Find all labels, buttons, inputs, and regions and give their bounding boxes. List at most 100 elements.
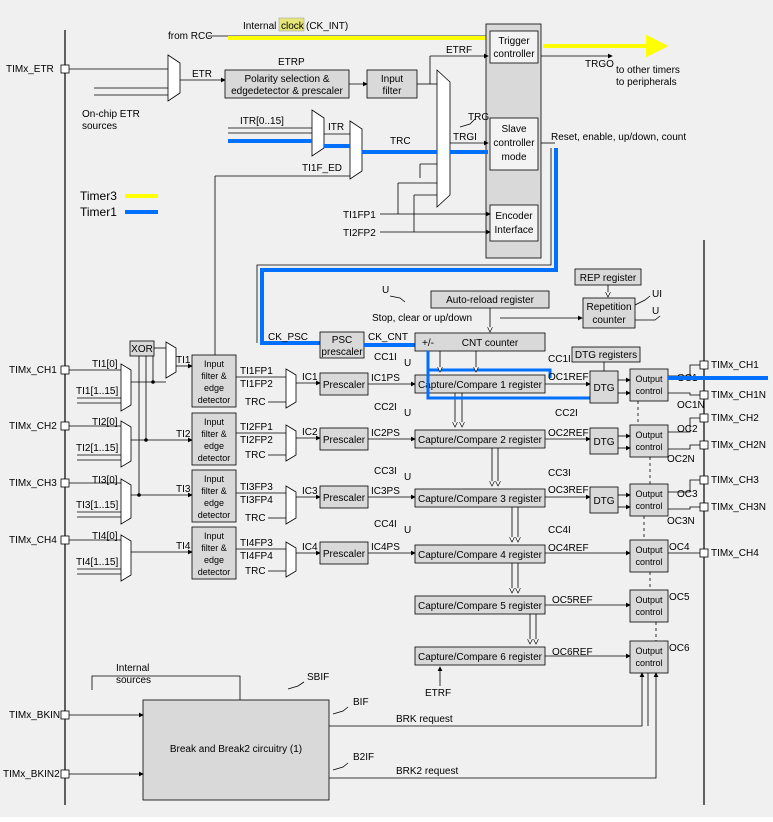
ti1fp1-label: TI1FP1 [240, 366, 273, 377]
ch4-in-mux [120, 534, 132, 582]
input-filter-edge-3: Input filter & edge detector [191, 469, 237, 523]
cc3i-right-label: CC3I [548, 468, 571, 479]
ti1-0-label: TI1[0] [92, 359, 118, 370]
output-ch4-label: TIMx_CH4 [711, 548, 759, 559]
cc4i-right-label: CC4I [548, 525, 571, 536]
oc1n-label: OC1N [677, 400, 705, 411]
oc-ctrl-6-l1: Output [635, 646, 663, 656]
cnt-bus-arrows [440, 351, 536, 644]
oc-ctrl-2-l2: control [635, 442, 662, 452]
rep-register: REP register [574, 268, 642, 286]
etrp-label: ETRP [278, 57, 305, 68]
rep-register-label: REP register [580, 273, 637, 284]
sbif-arrow [287, 681, 305, 690]
cnt-counter: +/- CNT counter [414, 332, 546, 352]
clock-highlight [278, 17, 305, 32]
input-filter-line1: Input [381, 74, 403, 85]
ic3ps-label: IC3PS [371, 486, 400, 497]
cnt-counter-label: CNT counter [462, 338, 519, 349]
ti3-label: TI3 [176, 484, 191, 495]
ic2-mux [285, 424, 297, 462]
ife3-l3: edge [204, 498, 224, 508]
ti2-0-label: TI2[0] [92, 417, 118, 428]
input-ch2: TIMx_CH2 [9, 421, 70, 432]
brk-request-wire [329, 672, 645, 727]
cc6-register-label: Capture/Compare 6 register [418, 652, 543, 663]
itr-label: ITR [328, 122, 344, 133]
ife2-l1: Input [204, 417, 225, 427]
ife2-l3: edge [204, 441, 224, 451]
to-other-line1: to other timers [616, 65, 680, 76]
oc1ref-label: OC1REF [548, 372, 589, 383]
oc-ctrl-3-l1: Output [635, 489, 663, 499]
cc1i-left-label: CC1I [374, 352, 397, 363]
dtg-3-label: DTG [593, 496, 614, 507]
prescaler-1: Prescaler [319, 372, 369, 396]
ui-arrow [634, 295, 651, 306]
output-ch1: TIMx_CH1 [699, 360, 759, 371]
ife2-l2: filter & [201, 429, 227, 439]
ti3fp3-label: TI3FP3 [240, 482, 273, 493]
psc-line2: prescaler [321, 347, 363, 358]
cc4i-left-label: CC4I [374, 519, 397, 530]
input-ch1: TIMx_CH1 [9, 365, 70, 376]
trigger-mux [436, 69, 451, 208]
trg-arrow [459, 118, 476, 128]
encoder-line1: Encoder [495, 211, 533, 222]
dtg-1-label: DTG [593, 383, 614, 394]
input-filter-line2: filter [383, 86, 403, 97]
ti4-label: TI4 [176, 541, 191, 552]
trc-ch3-label: TRC [245, 513, 266, 524]
auto-reload-label: Auto-reload register [446, 295, 534, 306]
oc2-label: OC2 [677, 424, 698, 435]
oc2ref-label: OC2REF [548, 428, 589, 439]
ife2-l4: detector [198, 453, 231, 463]
oc2n-label: OC2N [667, 454, 695, 465]
ic4-mux [285, 541, 297, 578]
input-ch3: TIMx_CH3 [9, 478, 70, 489]
output-ch3n: TIMx_CH3N [699, 502, 766, 513]
xor-mux [165, 341, 177, 379]
input-filter-block: Input filter [366, 69, 418, 99]
output-ch2: TIMx_CH2 [699, 413, 759, 424]
legend-timer1: Timer1 [80, 205, 117, 219]
dtg-3: DTG [589, 486, 619, 514]
ti2fp1-label: TI2FP1 [240, 422, 273, 433]
cc1-register: Capture/Compare 1 register [414, 374, 546, 394]
oc-ctrl-1-l1: Output [635, 374, 663, 384]
input-ch2-label: TIMx_CH2 [9, 421, 57, 432]
cc1-register-label: Capture/Compare 1 register [418, 380, 543, 391]
oc5-label: OC5 [669, 592, 690, 603]
cc5-register-label: Capture/Compare 5 register [418, 601, 543, 612]
ife3-l4: detector [198, 510, 231, 520]
u-cc2-label: U [404, 408, 411, 419]
ch1-in-mux [120, 363, 132, 412]
etr-mux [167, 54, 181, 102]
repetition-counter: Repetition counter [582, 297, 636, 329]
cc4-register-label: Capture/Compare 4 register [418, 550, 543, 561]
etrf-bottom-label: ETRF [425, 688, 451, 699]
ti1fp1-top-label: TI1FP1 [343, 210, 376, 221]
ic-channel-2: TI2FP1 TI2FP2 TRC IC2 [236, 422, 321, 462]
dtg-2: DTG [589, 427, 619, 455]
ife4-l1: Input [204, 531, 225, 541]
ic2ps-label: IC2PS [371, 428, 400, 439]
from-rcc-label: from RCC [168, 31, 212, 42]
oc3-to-pin [668, 479, 700, 493]
ck-int-label: (CK_INT) [306, 21, 348, 32]
etr-label: ETR [192, 69, 212, 80]
trc-label: TRC [390, 136, 411, 147]
timer3-trgo-arrow [543, 34, 669, 58]
junction-ti3 [137, 493, 141, 497]
ti4-r-label: TI4[1..15] [76, 557, 118, 568]
break-circuitry: Break and Break2 circuitry (1) [142, 699, 330, 801]
input-ch4-label: TIMx_CH4 [9, 535, 57, 546]
clock-highlight-label: clock [281, 21, 305, 32]
internal-label: Internal [243, 21, 276, 32]
ti4fp4-label: TI4FP4 [240, 551, 273, 562]
trgo-label: TRGO [585, 59, 614, 70]
